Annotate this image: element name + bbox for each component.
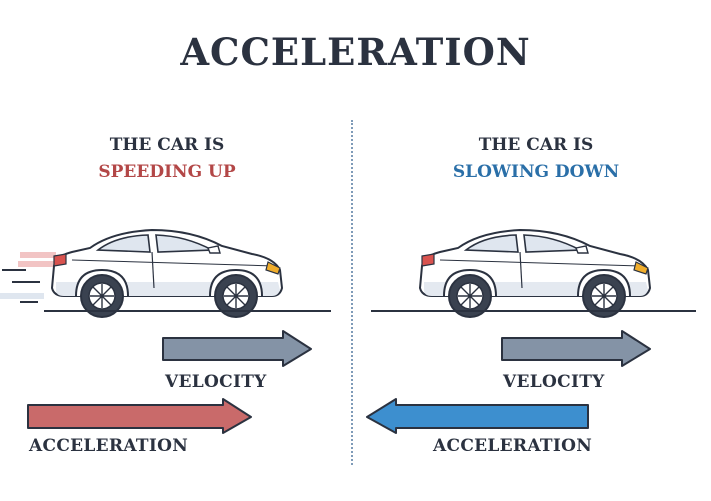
left-heading-line1: THE CAR IS	[109, 135, 225, 155]
right-velocity-label: VELOCITY	[503, 372, 605, 392]
right-acceleration-arrow	[366, 398, 589, 434]
left-heading-line2: SPEEDING UP	[98, 162, 236, 182]
right-car	[419, 229, 651, 318]
left-speed-lines	[0, 252, 56, 303]
right-velocity-arrow	[501, 330, 651, 367]
left-velocity-arrow	[162, 330, 312, 367]
left-heading: THE CAR IS SPEEDING UP	[17, 132, 317, 186]
right-heading-line2: SLOWING DOWN	[452, 162, 620, 182]
left-car	[51, 229, 283, 318]
right-heading: THE CAR IS SLOWING DOWN	[386, 132, 686, 186]
left-acceleration-label: ACCELERATION	[29, 436, 189, 456]
right-heading-line1: THE CAR IS	[478, 135, 594, 155]
right-acceleration-label: ACCELERATION	[433, 436, 593, 456]
left-velocity-label: VELOCITY	[165, 372, 267, 392]
panel-divider	[351, 120, 353, 465]
page-title: ACCELERATION	[180, 30, 531, 74]
left-acceleration-arrow	[27, 398, 252, 434]
